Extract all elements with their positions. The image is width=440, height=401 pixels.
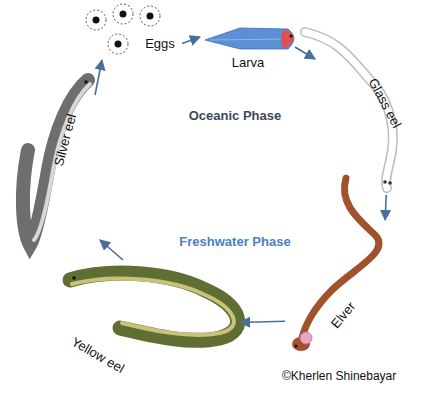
cycle-arrow — [295, 47, 315, 59]
phase-label: Freshwater Phase — [179, 234, 290, 249]
life-stage: Elver — [285, 220, 415, 355]
stage-label: Yellow eel — [69, 334, 127, 376]
stage-label: Glass eel — [366, 76, 405, 131]
stage-label: Eggs — [145, 36, 175, 51]
life-stage: Glass eel — [315, 35, 410, 195]
life-stage: Larva — [200, 22, 295, 72]
life-stage: Eggs — [82, 5, 182, 60]
stage-label: Larva — [232, 55, 265, 70]
yellow-eel-illustration — [70, 273, 238, 340]
stage-label: Silver eel — [51, 112, 79, 168]
life-stage: Yellow eel — [60, 260, 240, 385]
phase-label: Oceanic Phase — [189, 108, 282, 123]
cycle-arrow — [95, 60, 102, 95]
larva-illustration — [205, 28, 294, 49]
elver-illustration — [292, 178, 379, 351]
copyright-note: ©Kherlen Shinebayar — [282, 369, 396, 383]
cycle-arrow — [385, 195, 386, 220]
cycle-arrow — [240, 321, 285, 322]
cycle-arrow — [100, 240, 123, 260]
cycle-arrow — [182, 37, 200, 44]
life-stage: Silver eel — [10, 95, 110, 240]
stage-label: Elver — [328, 299, 359, 331]
silver-eel-illustration — [23, 80, 90, 245]
